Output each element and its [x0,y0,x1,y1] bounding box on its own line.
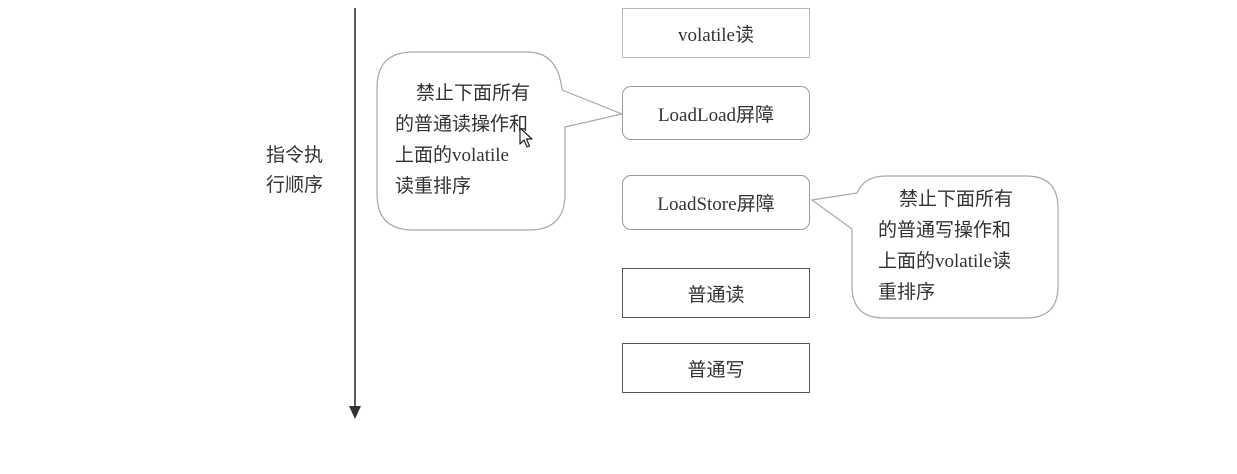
callout-right-line: 上面的volatile读 [878,251,1011,272]
normal-read-box: 普通读 [622,268,810,318]
callout-right-line: 重排序 [878,282,936,303]
execution-order-label-line1: 指令执 [266,145,324,166]
callout-bubble-left [376,51,625,231]
normal-write-box: 普通写 [622,343,810,393]
callout-right-line: 的普通写操作和 [878,220,1012,241]
callout-bubble-right [810,175,1059,319]
mouse-cursor-icon [519,127,533,148]
callout-right-line: 禁止下面所有 [899,189,1014,210]
callout-left-line: 的普通读操作和 [395,114,529,135]
execution-order-label: 指令执 行顺序 [266,141,323,201]
callout-left-line: 上面的volatile [395,145,509,166]
callout-left-line: 禁止下面所有 [416,83,531,104]
execution-order-label-line2: 行顺序 [266,175,324,196]
callout-left-line: 读重排序 [395,176,472,197]
loadstore-barrier-box: LoadStore屏障 [622,175,810,230]
callout-left-text: 禁止下面所有 的普通读操作和 上面的volatile 读重排序 [395,78,530,202]
volatile-read-box: volatile读 [622,8,810,58]
down-arrow-icon [349,8,361,419]
callout-right-text: 禁止下面所有 的普通写操作和 上面的volatile读 重排序 [878,184,1013,308]
loadload-barrier-box: LoadLoad屏障 [622,86,810,140]
